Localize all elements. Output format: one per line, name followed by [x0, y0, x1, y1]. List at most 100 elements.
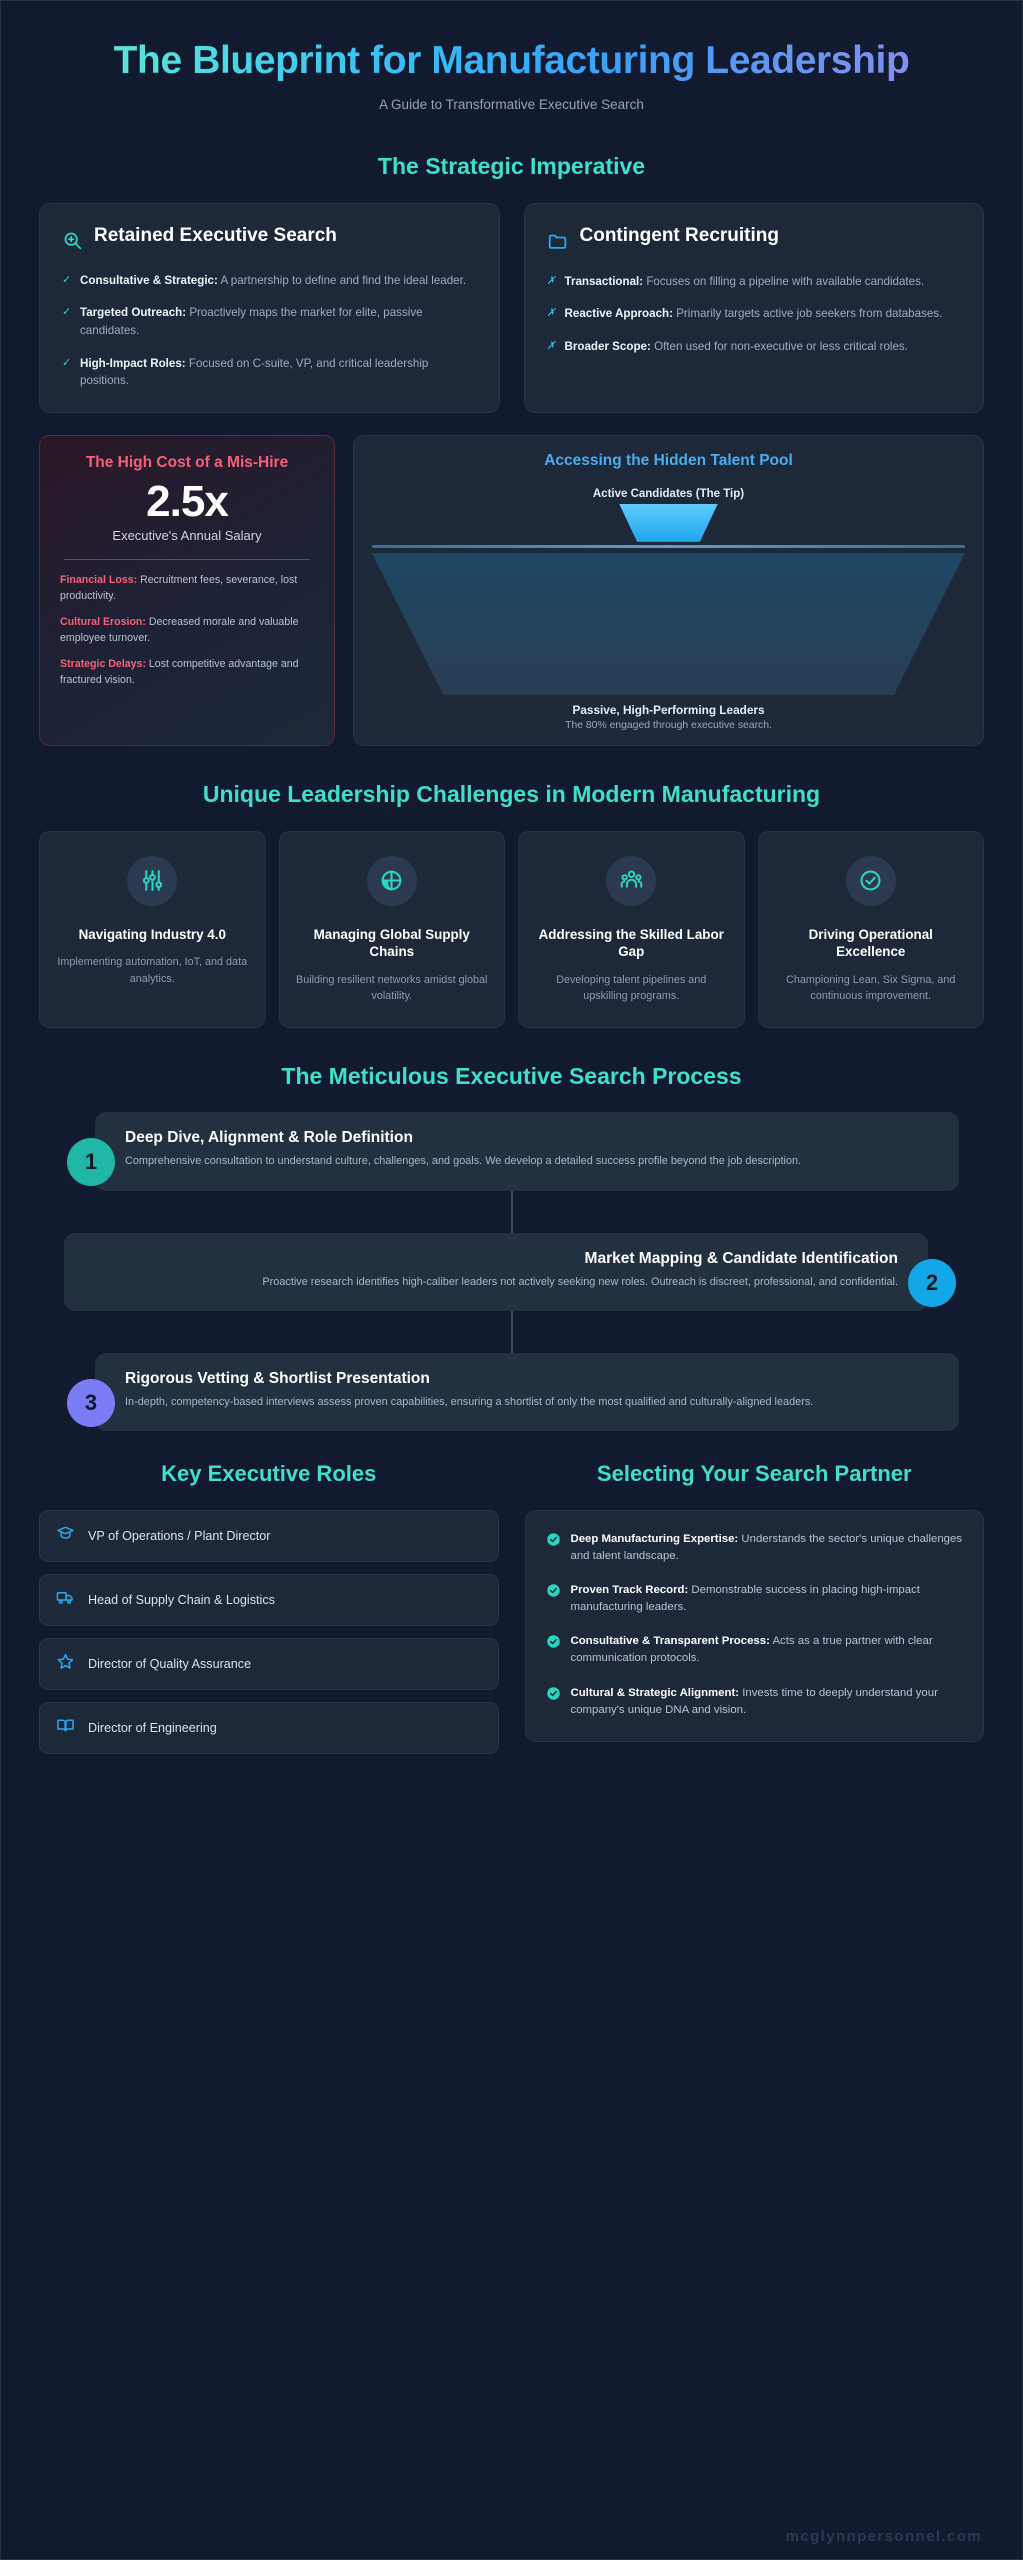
- role-item-engineering[interactable]: Director of Engineering: [39, 1701, 499, 1754]
- retained-card-header: Retained Executive Search: [62, 224, 477, 256]
- list-item: ✗ Broader Scope: Often used for non-exec…: [547, 338, 962, 356]
- process-connector: [510, 1190, 513, 1233]
- search-partner-column: Selecting Your Search Partner Deep Manuf…: [524, 1461, 984, 1742]
- list-item-bold: Targeted Outreach:: [80, 306, 187, 320]
- page-subtitle: A Guide to Transformative Executive Sear…: [379, 97, 644, 113]
- waterline: [372, 544, 965, 548]
- pie-chart-icon: [366, 855, 417, 906]
- process-flow: 1 Deep Dive, Alignment & Role Definition…: [39, 1112, 984, 1432]
- iceberg-bottom-label: Passive, High-Performing Leaders: [572, 702, 765, 717]
- iceberg-submerged-shape: [372, 552, 965, 695]
- list-item-rest: Lost competitive advantage and fractured…: [60, 657, 299, 686]
- list-item-rest: Often used for non-executive or less cri…: [650, 340, 908, 354]
- cross-mark-icon: ✗: [546, 307, 556, 320]
- step-number-badge: 3: [67, 1378, 115, 1427]
- cross-mark-icon: ✗: [546, 274, 556, 287]
- role-item-vp-operations[interactable]: VP of Operations / Plant Director: [39, 1509, 499, 1562]
- process-step-card: Market Mapping & Candidate Identificatio…: [64, 1232, 928, 1311]
- role-item-supply-chain[interactable]: Head of Supply Chain & Logistics: [39, 1573, 499, 1626]
- list-item-bold: Reactive Approach:: [564, 307, 673, 321]
- list-item: ✓ High-Impact Roles: Focused on C-suite,…: [62, 355, 477, 390]
- list-item-rest: Focused on C-suite, VP, and critical lea…: [80, 356, 429, 388]
- process-step-1: 1 Deep Dive, Alignment & Role Definition…: [39, 1112, 984, 1191]
- graduation-cap-icon: [56, 1524, 75, 1548]
- role-item-quality-assurance[interactable]: Director of Quality Assurance: [39, 1637, 499, 1690]
- list-item-rest: Primarily targets active job seekers fro…: [672, 307, 943, 321]
- cost-impact-list: Financial Loss: Recruitment fees, severa…: [60, 573, 314, 688]
- retained-bullet-list: ✓ Consultative & Strategic: A partnershi…: [62, 272, 477, 390]
- list-item-rest: Invests time to deeply understand your c…: [570, 1686, 938, 1716]
- check-circle-icon: [546, 1634, 561, 1667]
- contingent-recruiting-card: Contingent Recruiting ✗ Transactional: F…: [523, 202, 984, 413]
- iceberg-bottom-sublabel: The 80% engaged through executive search…: [565, 719, 772, 731]
- process-step-card: Rigorous Vetting & Shortlist Presentatio…: [95, 1352, 959, 1432]
- list-item-rest: Demonstrable success in placing high-imp…: [570, 1584, 920, 1614]
- iceberg-diagram: Active Candidates (The Tip) Passive, Hig…: [372, 488, 965, 731]
- process-step-card: Deep Dive, Alignment & Role Definition C…: [95, 1112, 959, 1191]
- sliders-icon: [127, 855, 178, 906]
- retained-card-title: Retained Executive Search: [94, 224, 337, 246]
- challenge-card-desc: Building resilient networks amidst globa…: [296, 974, 488, 1003]
- process-connector: [510, 1310, 513, 1353]
- list-item-rest: A partnership to define and find the ide…: [217, 273, 467, 287]
- process-step-title: Deep Dive, Alignment & Role Definition: [125, 1129, 413, 1147]
- list-item: Cultural Erosion: Decreased morale and v…: [60, 615, 314, 647]
- list-item-text: Cultural & Strategic Alignment: Invests …: [571, 1685, 964, 1719]
- role-item-label: VP of Operations / Plant Director: [88, 1528, 271, 1543]
- check-circle-icon: [546, 1686, 561, 1719]
- role-item-label: Director of Quality Assurance: [88, 1656, 252, 1671]
- process-step-desc: Comprehensive consultation to understand…: [125, 1155, 802, 1168]
- iceberg-title: Accessing the Hidden Talent Pool: [544, 451, 793, 469]
- list-item: ✗ Reactive Approach: Primarily targets a…: [547, 305, 962, 323]
- list-item-text: Consultative & Transparent Process: Acts…: [571, 1633, 964, 1667]
- zoom-in-search-icon: [62, 230, 83, 256]
- list-item-bold: Transactional:: [564, 274, 644, 288]
- process-step-3: 3 Rigorous Vetting & Shortlist Presentat…: [39, 1352, 984, 1432]
- list-item-bold: Deep Manufacturing Expertise:: [570, 1532, 739, 1545]
- list-item-rest: Understands the sector's unique challeng…: [570, 1532, 963, 1562]
- challenge-card-industry-40: Navigating Industry 4.0 Implementing aut…: [39, 830, 266, 1028]
- list-item-text: Targeted Outreach: Proactively maps the …: [80, 304, 477, 339]
- key-roles-column: Key Executive Roles VP of Operations / P…: [39, 1461, 499, 1754]
- list-item-text: Reactive Approach: Primarily targets act…: [565, 305, 943, 323]
- challenge-card-labor-gap: Addressing the Skilled Labor Gap Develop…: [518, 830, 745, 1028]
- cost-and-talent-row: The High Cost of a Mis-Hire 2.5x Executi…: [39, 434, 984, 746]
- list-item: ✓ Consultative & Strategic: A partnershi…: [62, 272, 477, 290]
- list-item-text: Consultative & Strategic: A partnership …: [80, 272, 466, 290]
- challenge-card-title: Managing Global Supply Chains: [313, 926, 470, 960]
- cost-card-title: The High Cost of a Mis-Hire: [85, 453, 289, 471]
- contingent-card-title: Contingent Recruiting: [579, 224, 779, 246]
- list-item-bold: Cultural & Strategic Alignment:: [570, 1686, 740, 1699]
- role-item-label: Head of Supply Chain & Logistics: [88, 1592, 275, 1607]
- list-item-rest: Recruitment fees, severance, lost produc…: [60, 574, 298, 603]
- section-title-roles: Key Executive Roles: [161, 1461, 377, 1487]
- partner-criteria-card: Deep Manufacturing Expertise: Understand…: [524, 1509, 984, 1742]
- section-title-process: The Meticulous Executive Search Process: [281, 1062, 742, 1089]
- role-item-label: Director of Engineering: [88, 1720, 217, 1735]
- cost-stat-caption: Executive's Annual Salary: [112, 528, 262, 544]
- divider: [64, 559, 310, 561]
- list-item-bold: Broader Scope:: [564, 340, 651, 354]
- list-item-text: Proven Track Record: Demonstrable succes…: [571, 1582, 964, 1616]
- contingent-bullet-list: ✗ Transactional: Focuses on filling a pi…: [547, 273, 962, 356]
- section-title-strategic: The Strategic Imperative: [377, 153, 646, 180]
- check-circle-icon: [845, 855, 896, 906]
- list-item-text: Transactional: Focuses on filling a pipe…: [565, 273, 925, 291]
- list-item-text: High-Impact Roles: Focused on C-suite, V…: [80, 355, 477, 390]
- iceberg-top-label: Active Candidates (The Tip): [592, 487, 745, 500]
- process-step-desc: In-depth, competency-based interviews as…: [125, 1395, 814, 1408]
- process-step-2: 2 Market Mapping & Candidate Identificat…: [39, 1232, 984, 1311]
- partner-criteria-list: Deep Manufacturing Expertise: Understand…: [546, 1531, 964, 1719]
- list-item-rest: Acts as a true partner with clear commun…: [570, 1635, 933, 1665]
- iceberg-tip-shape: [619, 503, 718, 542]
- users-group-icon: [606, 855, 657, 906]
- list-item-text: Broader Scope: Often used for non-execut…: [565, 338, 908, 356]
- list-item: ✓ Targeted Outreach: Proactively maps th…: [62, 304, 477, 339]
- check-circle-icon: [546, 1532, 561, 1565]
- process-step-title: Market Mapping & Candidate Identificatio…: [584, 1249, 898, 1267]
- list-item-rest: Decreased morale and valuable employee t…: [60, 616, 299, 644]
- list-item-bold: Strategic Delays:: [60, 657, 146, 670]
- strategic-comparison: Retained Executive Search ✓ Consultative…: [39, 202, 984, 413]
- list-item-text: Deep Manufacturing Expertise: Understand…: [571, 1531, 964, 1565]
